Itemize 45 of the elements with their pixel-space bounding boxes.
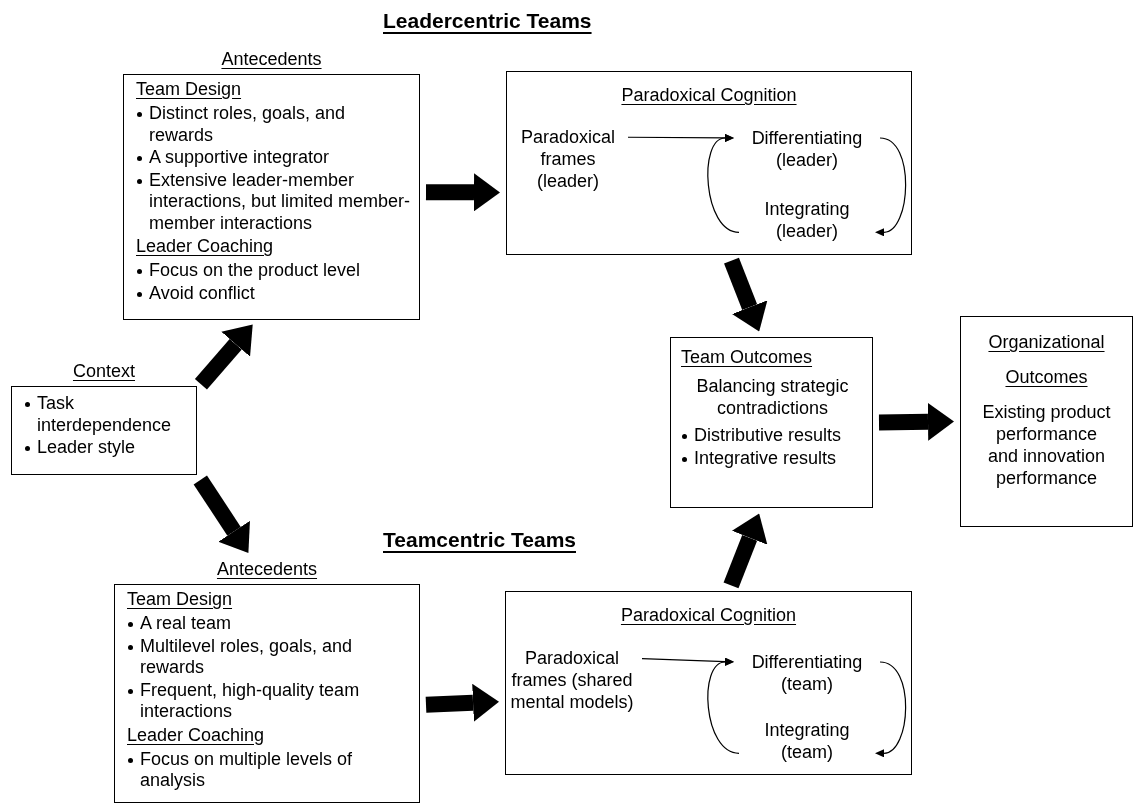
subheading: Paradoxical Cognition xyxy=(620,605,797,625)
bullet-item: A real team xyxy=(127,613,232,635)
subheading: Team Design xyxy=(127,589,233,609)
body-text: Balancing strategic contradictions xyxy=(695,375,850,419)
subheading: Leader Coaching xyxy=(136,236,274,256)
block-arrow xyxy=(194,324,253,390)
curved-arrow xyxy=(707,134,740,233)
concept-label: Integrating (leader) xyxy=(743,198,871,242)
bullet-item: Extensive leader-member interactions, but limited member-member interactions xyxy=(136,169,411,234)
subheading: Team Design xyxy=(136,79,242,99)
bullet-item: Frequent, high-quality team interactions xyxy=(127,679,411,723)
curved-arrow xyxy=(875,137,907,237)
block-arrow xyxy=(724,257,768,332)
section-title: Teamcentric Teams xyxy=(383,527,576,553)
subheading: Leader Coaching xyxy=(127,724,265,745)
subheading: Team Outcomes xyxy=(681,347,813,367)
concept-label: Integrating (team) xyxy=(743,719,871,763)
body-text: Existing product performance and innovation performance xyxy=(981,401,1112,489)
concept-label: Paradoxical frames (shared mental models) xyxy=(506,647,638,735)
bullet-item: Avoid conflict xyxy=(136,282,255,304)
bullet-item: Task interdependence xyxy=(24,393,188,436)
block-arrow xyxy=(723,513,768,589)
bullet-item: A supportive integrator xyxy=(136,147,330,169)
bullet-item: Focus on the product level xyxy=(136,260,361,282)
section-title: Leadercentric Teams xyxy=(383,8,592,34)
concept-label: Differentiating (team) xyxy=(738,651,876,695)
section-heading: Context xyxy=(72,361,135,381)
subheading: Paradoxical Cognition xyxy=(621,85,797,105)
block-arrow xyxy=(193,475,250,553)
bullet-item: Distributive results xyxy=(681,425,842,447)
concept-label: Paradoxical frames (leader) xyxy=(512,126,624,192)
section-heading: Antecedents xyxy=(221,49,322,69)
curved-arrow xyxy=(875,661,907,758)
block-arrow xyxy=(425,173,500,212)
subheading: Organizational Outcomes xyxy=(988,332,1105,387)
block-arrow xyxy=(878,402,954,441)
curved-arrow xyxy=(707,658,740,754)
bullet-item: Distinct roles, goals, and rewards xyxy=(136,103,411,146)
section-heading: Antecedents xyxy=(216,559,318,579)
bullet-item: Focus on multiple levels of analysis xyxy=(127,748,411,792)
bullet-item: Integrative results xyxy=(681,447,837,469)
concept-label: Differentiating (leader) xyxy=(738,127,876,171)
block-arrow xyxy=(425,683,499,722)
bullet-item: Leader style xyxy=(24,437,136,459)
bullet-item: Multilevel roles, goals, and rewards xyxy=(127,635,411,679)
